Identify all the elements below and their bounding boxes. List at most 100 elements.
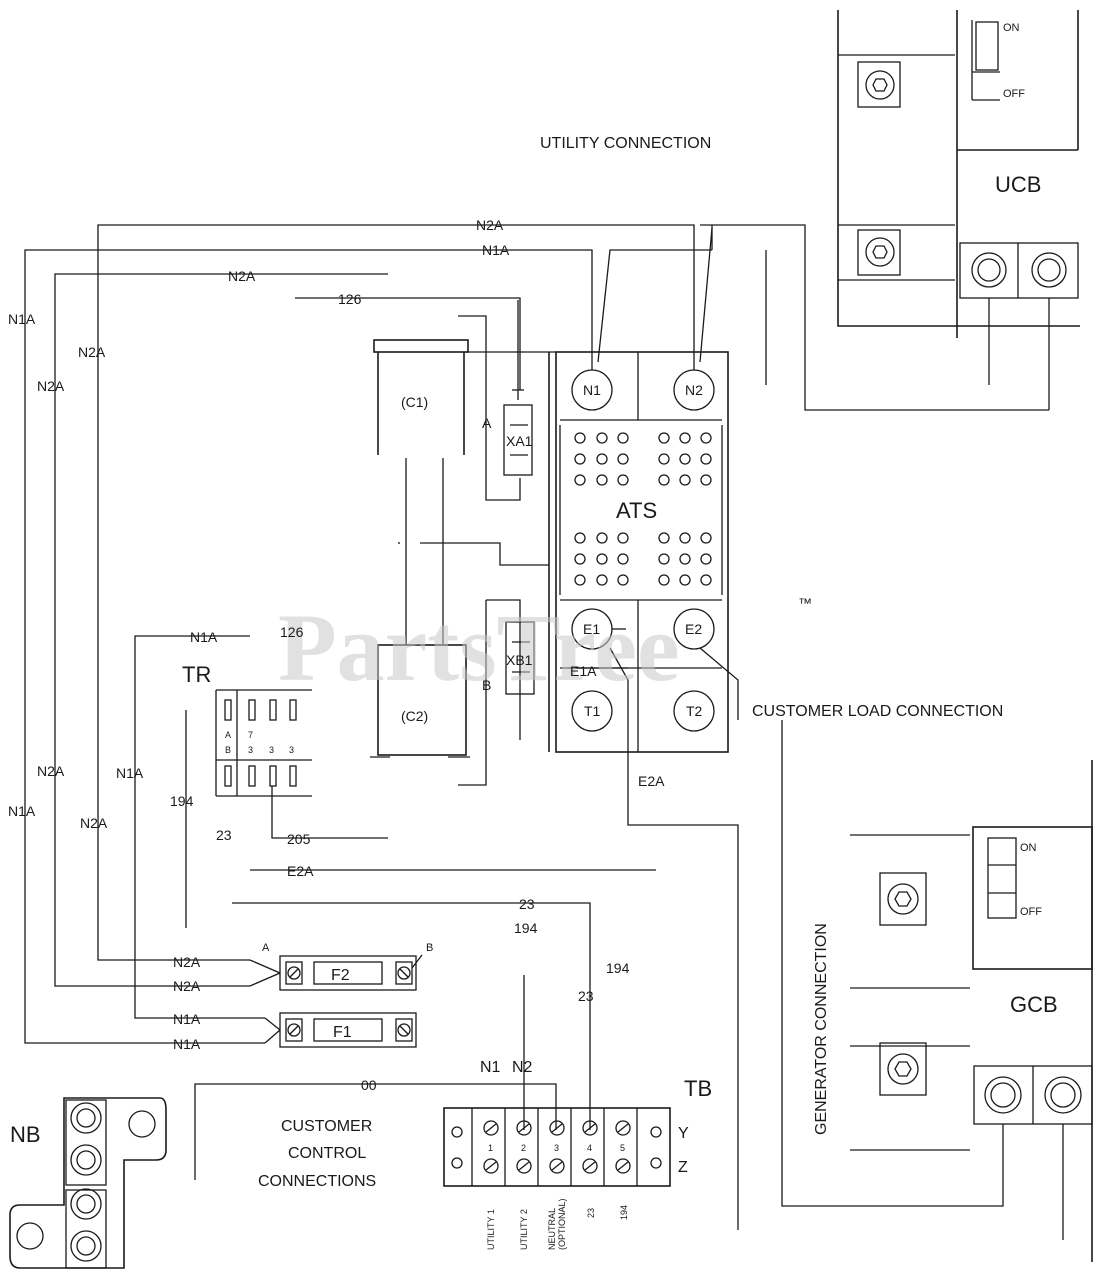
gcb-terminal-icon [887,883,1082,1114]
wire-label: 126 [280,624,304,640]
terminal-e2: E2 [685,621,702,637]
tb-z-label: Z [678,1159,688,1176]
f2-label: F2 [331,967,350,984]
tr-label: TR [182,662,211,687]
heading-customer: CUSTOMER [281,1118,372,1135]
transformer-tr [215,689,312,797]
wire-label: N2A [476,217,504,233]
tb-terminal-number: 5 [620,1143,625,1153]
tb-terminal-number: 2 [521,1143,526,1153]
wire-label: 194 [606,960,630,976]
fuse-f1 [264,1012,417,1048]
tr-terminal-label: A [225,730,231,740]
tb-terminal-number: 3 [554,1143,559,1153]
ats-label: ATS [616,498,657,523]
wire-label: N2A [173,954,201,970]
contactor-c1 [373,339,469,645]
wire-label: N2A [37,763,65,779]
ucb-breaker [837,10,1080,338]
wire-label: N1A [190,629,218,645]
wire-label: N2A [80,815,108,831]
tb-bottom-label: (OPTIONAL) [557,1198,567,1250]
wire-label: N2A [37,378,65,394]
terminal-block-tb [443,1107,671,1187]
wire-label: N1A [8,311,36,327]
xa1-label: XA1 [506,433,533,449]
gcb-label: GCB [1010,992,1058,1017]
heading-connections: CONNECTIONS [258,1173,376,1190]
ucb-terminal-icon [865,70,1067,288]
contactor-c2 [370,644,470,758]
wire-label: N1A [482,242,510,258]
wire-label: 194 [514,920,538,936]
tr-terminal-label: 3 [248,745,253,755]
wire-label: 00 [361,1077,377,1093]
tb-y-label: Y [678,1125,689,1142]
wire-label: N2A [228,268,256,284]
heading-control: CONTROL [288,1145,366,1162]
fuse-terminal-a: A [262,942,270,954]
wire-label: E1A [570,663,597,679]
tb-terminal-number: 4 [587,1143,592,1153]
relay-xa1 [458,300,533,501]
wire-label: N2A [78,344,106,360]
gcb-switch [987,837,1017,919]
wire-label: N1A [173,1011,201,1027]
tb-bottom-label: 194 [619,1205,629,1220]
fuse-terminal-b: B [426,942,433,954]
gcb-breaker [850,760,1093,1262]
terminal-t2: T2 [686,703,703,719]
f1-label: F1 [333,1024,352,1041]
tb-n2-label: N2 [512,1059,533,1076]
xb1-label: XB1 [506,652,533,668]
nb-label: NB [10,1122,41,1147]
tb-bottom-label: UTILITY 2 [519,1209,529,1250]
tb-bottom-label: UTILITY 1 [486,1209,496,1250]
wire-label: 126 [338,291,362,307]
wire-label: 205 [287,831,311,847]
gcb-off-label: OFF [1020,906,1042,918]
ucb-on-label: ON [1003,22,1020,34]
wire-label: N1A [116,765,144,781]
terminal-n2: N2 [685,382,703,398]
heading-generator-connection: GENERATOR CONNECTION [813,923,830,1135]
tr-terminal-label: 3 [289,745,294,755]
tb-n1-label: N1 [480,1059,501,1076]
wire-label: 23 [578,988,594,1004]
relay-xb1 [458,599,535,786]
tb-bottom-label: NEUTRAL [547,1208,557,1250]
wire-label: 194 [170,793,194,809]
wire-label: N2A [173,978,201,994]
wire-label: A [482,415,492,431]
c1-label: (C1) [401,394,428,410]
tb-terminal-number: 1 [488,1143,493,1153]
terminal-n1: N1 [583,382,601,398]
tb-bottom-label: 23 [586,1208,596,1218]
wire-label: E2A [287,863,314,879]
ucb-off-label: OFF [1003,88,1025,100]
terminal-t1: T1 [584,703,601,719]
wire-label: E2A [638,773,665,789]
tr-terminal-label: B [225,745,231,755]
wire-harness [24,224,656,1180]
tr-terminal-label: 7 [248,730,253,740]
neutral-block-nb [9,1097,167,1269]
ucb-label: UCB [995,172,1041,197]
tr-terminal-label: 3 [269,745,274,755]
tb-label: TB [684,1076,712,1101]
watermark-trademark: ™ [798,595,812,611]
ats-contact-dots [574,432,712,586]
wire-label: B [482,677,491,693]
wire-label: 23 [216,827,232,843]
gcb-on-label: ON [1020,842,1037,854]
c2-label: (C2) [401,708,428,724]
wire-label: N1A [173,1036,201,1052]
watermark: PartsTree [278,594,680,701]
fuse-f2 [249,954,423,991]
heading-utility-connection: UTILITY CONNECTION [540,135,711,152]
wire-label: N1A [8,803,36,819]
wire-label: 23 [519,896,535,912]
terminal-e1: E1 [583,621,600,637]
heading-customer-load: CUSTOMER LOAD CONNECTION [752,703,1003,720]
